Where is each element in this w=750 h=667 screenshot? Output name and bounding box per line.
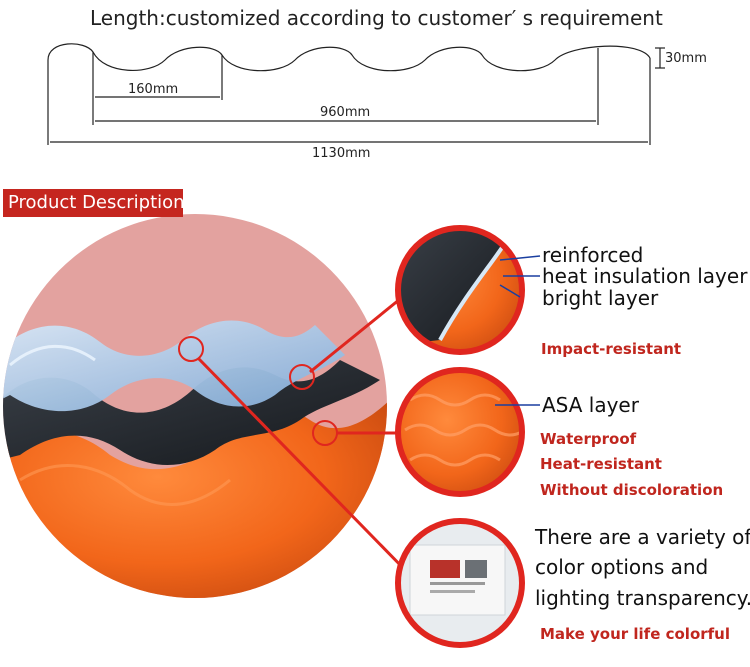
tile-layers-illustration [3,214,412,598]
heat-resistant-label: Heat-resistant [540,455,662,473]
layer-detail-circle [395,225,541,355]
heat-insulation-label: heat insulation layer [542,264,748,288]
variety-line-2: color options and [535,555,709,579]
variety-line-1: There are a variety of [535,525,750,549]
height-dimension: 30mm [665,51,707,66]
asa-detail-circle [395,367,540,497]
variety-line-3: lighting transparency. [535,586,750,610]
color-samples-circle [395,518,525,648]
effective-width-dimension: 960mm [320,105,371,120]
asa-layer-label: ASA layer [542,393,639,417]
total-width-dimension: 1130mm [312,146,371,161]
bright-layer-label: bright layer [542,286,659,310]
waterproof-label: Waterproof [540,430,637,448]
reinforced-label: reinforced [542,243,644,267]
without-discoloration-label: Without discoloration [540,481,724,499]
impact-resistant-label: Impact-resistant [541,340,682,358]
tile-profile-drawing [47,43,665,145]
pitch-dimension: 160mm [128,82,179,97]
make-colorful-label: Make your life colorful [540,625,730,643]
length-heading: Length:customized according to customer′… [90,6,663,30]
section-banner: Product Description [3,189,185,217]
